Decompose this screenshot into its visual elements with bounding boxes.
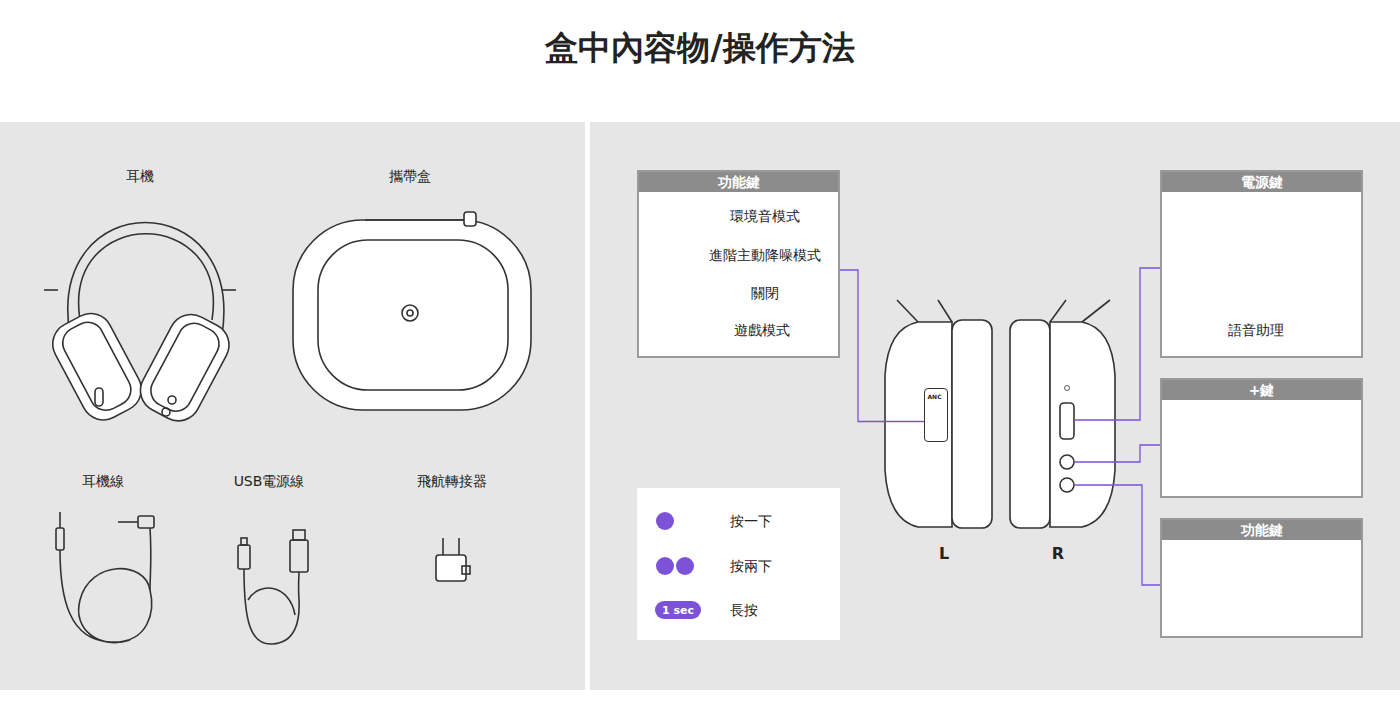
legend-text: 長按	[730, 602, 758, 619]
side-label: R	[1052, 544, 1064, 563]
press-duration: 1 sec	[1184, 285, 1216, 298]
function-box: 功能鍵	[1160, 518, 1363, 638]
part-name: 耳機	[126, 168, 154, 186]
adapter-drawing	[436, 538, 470, 581]
part-name: USB電源線	[234, 473, 305, 491]
function-box: 功能鍵環境音模式進階主動降噪模式關閉遊戲模式	[637, 170, 840, 358]
function-box: +鍵	[1160, 378, 1363, 498]
page-title: 盒中內容物/操作方法	[545, 26, 854, 71]
function-box: 電源鍵語音助理	[1160, 170, 1363, 358]
headphone-drawing	[44, 223, 237, 429]
legend-swatch	[656, 557, 694, 575]
case-drawing	[293, 212, 531, 410]
side-label: L	[939, 544, 949, 563]
box-header: 功能鍵	[639, 172, 838, 192]
anc-button: ANC	[924, 388, 948, 442]
box-header: 電源鍵	[1162, 172, 1361, 192]
mode-text: ANC	[927, 393, 941, 400]
legend-swatch	[656, 512, 674, 530]
part-name: 耳機線	[82, 473, 124, 491]
legend-text: 按一下	[730, 513, 772, 530]
box-header: 功能鍵	[1162, 520, 1361, 540]
mode-text: 關閉	[751, 285, 779, 302]
mode-text: 進階主動降噪模式	[709, 247, 821, 264]
legend-dot	[676, 557, 694, 575]
legend-dot	[656, 557, 674, 575]
part-name: 攜帶盒	[389, 168, 431, 186]
leader-line	[1074, 268, 1160, 585]
cable-drawing	[56, 512, 154, 643]
press-duration: 1 sec	[1184, 601, 1216, 614]
part-name: 飛航轉接器	[417, 473, 487, 491]
left-panel	[0, 122, 585, 690]
leader-line	[840, 270, 924, 421]
mode-text: 環境音模式	[730, 208, 800, 225]
press-duration: 1 sec	[662, 604, 694, 617]
earcup-drawing	[885, 300, 1115, 528]
right-panel	[590, 122, 1400, 690]
press-duration: 1 sec	[1184, 457, 1216, 470]
mode-text: 遊戲模式	[734, 322, 790, 339]
box-header: +鍵	[1162, 380, 1361, 400]
mode-text: 語音助理	[1228, 322, 1284, 339]
legend-box: 按一下按兩下長按	[637, 488, 840, 640]
legend-dot	[656, 512, 674, 530]
legend-text: 按兩下	[730, 558, 772, 575]
usb-cable-drawing	[238, 530, 308, 644]
